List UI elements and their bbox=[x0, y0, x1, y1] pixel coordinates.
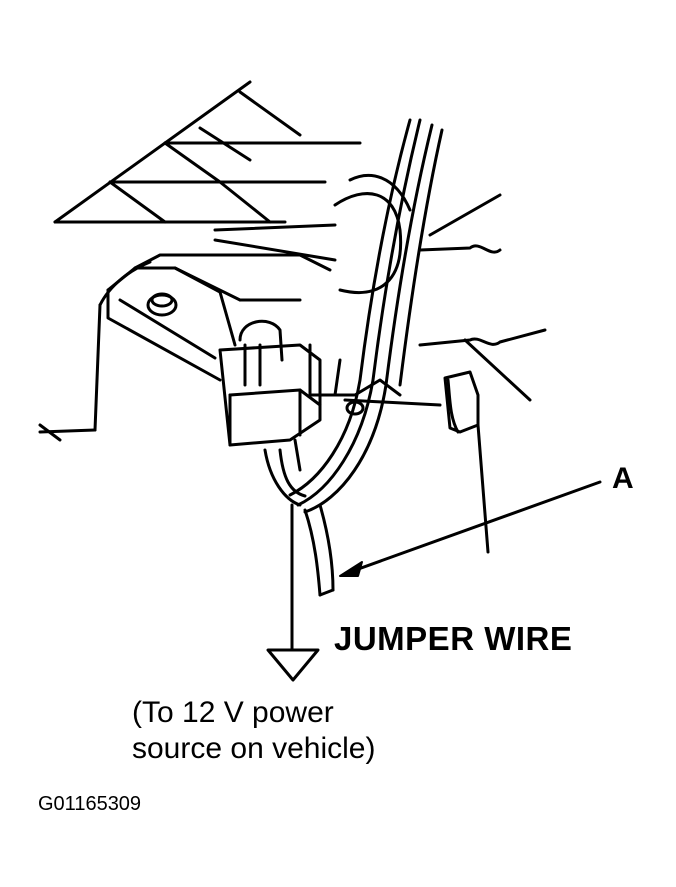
wire-harness bbox=[263, 118, 444, 514]
power-note-line-2: source on vehicle) bbox=[132, 732, 376, 765]
figure-id: G01165309 bbox=[38, 793, 142, 815]
power-note-line-1: (To 12 V power bbox=[132, 696, 334, 729]
callout-leader-a bbox=[339, 480, 602, 577]
mounting-bracket bbox=[106, 253, 332, 382]
clip-part bbox=[443, 370, 490, 554]
jumper-wire bbox=[290, 503, 335, 642]
jumper-wire-label: JUMPER WIRE bbox=[334, 620, 573, 657]
hose bbox=[213, 173, 547, 402]
power-source-note: (To 12 V power source on vehicle) bbox=[132, 695, 375, 767]
power-source-triangle-icon bbox=[266, 648, 320, 682]
connector bbox=[218, 319, 442, 447]
callout-label-a: A bbox=[612, 462, 634, 495]
housing-outline bbox=[38, 260, 152, 442]
engine-surface-hatch bbox=[53, 80, 362, 224]
